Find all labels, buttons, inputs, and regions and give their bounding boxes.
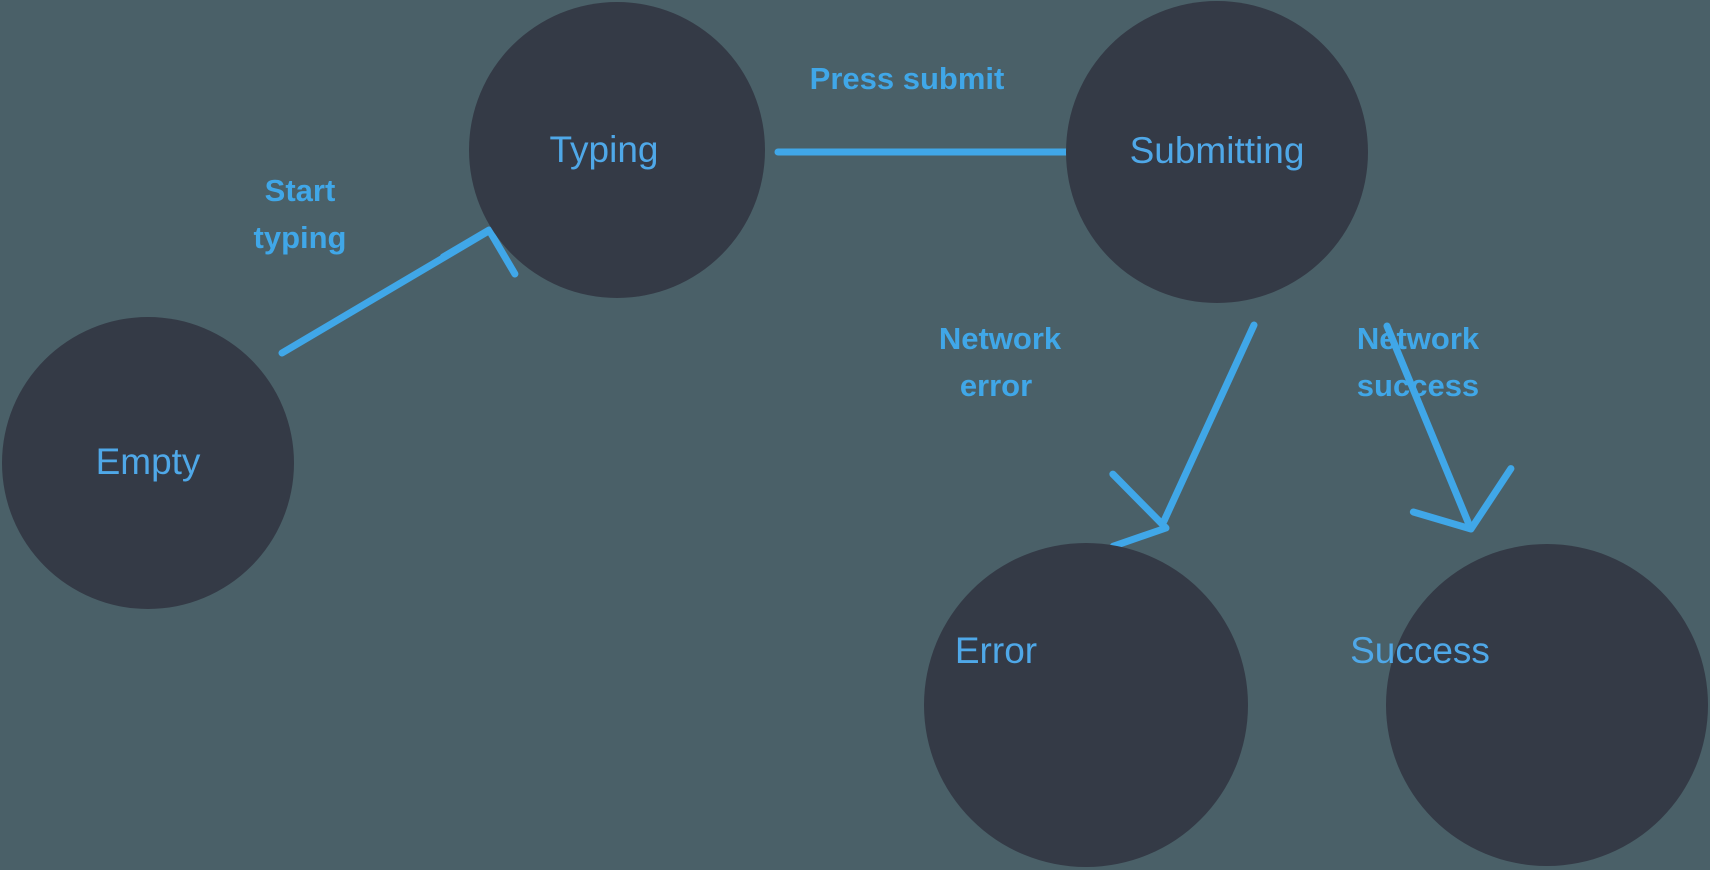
edge-line-submitting-to-success: [1383, 322, 1472, 526]
node-success-label: Success: [1350, 630, 1490, 671]
edge-label-start-typing-line-2: typing: [254, 220, 347, 255]
node-typing-circle: [469, 2, 765, 298]
edge-line-submitting-to-error: [1160, 321, 1258, 525]
node-error-circle: [924, 543, 1248, 867]
edge-empty-to-typing[interactable]: [278, 226, 519, 357]
node-error-label: Error: [955, 630, 1037, 671]
arrowhead-empty-to-typing: [439, 226, 519, 278]
node-typing-label: Typing: [549, 129, 658, 170]
edge-submitting-to-error[interactable]: [1109, 321, 1258, 550]
node-submitting-circle: [1066, 1, 1368, 303]
node-empty-circle: [2, 317, 294, 609]
edge-label-network-error-line-2: error: [960, 368, 1032, 403]
node-typing[interactable]: Typing: [469, 2, 765, 298]
edge-label-press-submit-line-1: Press submit: [810, 61, 1005, 96]
arrowhead-submitting-to-error: [1109, 470, 1170, 550]
edge-label-network-success: Network success: [1357, 321, 1480, 403]
edge-label-network-success-line-2: success: [1357, 368, 1479, 403]
edge-label-start-typing-line-1: Start: [265, 173, 336, 208]
node-success[interactable]: Success: [1350, 544, 1708, 866]
edge-label-network-success-line-1: Network: [1357, 321, 1480, 356]
node-error[interactable]: Error: [924, 543, 1248, 867]
edge-label-network-error: Network error: [939, 321, 1062, 403]
edge-label-network-error-line-1: Network: [939, 321, 1062, 356]
node-submitting-label: Submitting: [1130, 130, 1305, 171]
arrowhead-submitting-to-success: [1409, 465, 1515, 533]
node-success-circle: [1386, 544, 1708, 866]
edge-label-start-typing: Start typing: [254, 173, 347, 255]
edge-label-press-submit: Press submit: [810, 61, 1005, 96]
edge-submitting-to-success[interactable]: [1383, 322, 1515, 533]
node-empty-label: Empty: [96, 441, 201, 482]
node-submitting[interactable]: Submitting: [1066, 1, 1368, 303]
node-empty[interactable]: Empty: [2, 317, 294, 609]
